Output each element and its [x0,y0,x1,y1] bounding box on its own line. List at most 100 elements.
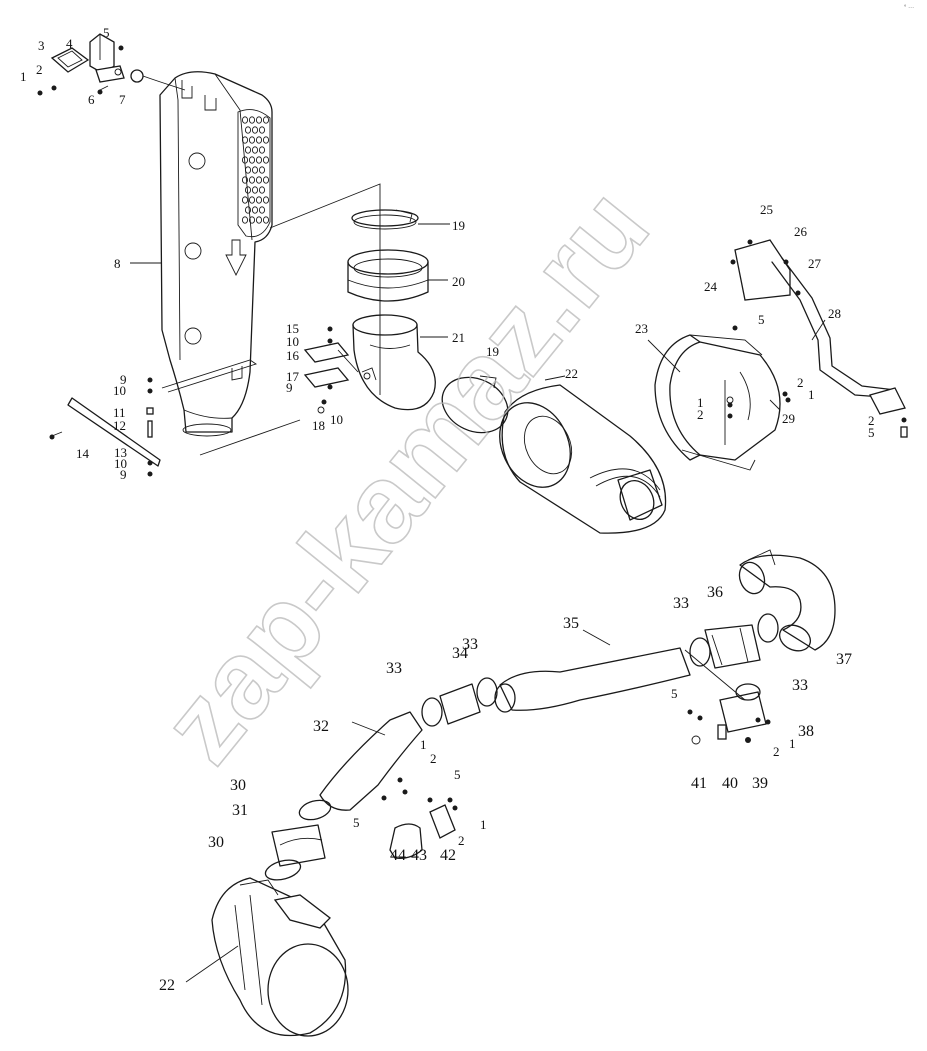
part-label-15: 15 [286,321,299,336]
part-label-33: 33 [792,677,808,694]
louvre-hole [262,176,270,184]
part-label-30: 30 [208,834,224,851]
support-bracket-parts [303,326,359,414]
part-label-1: 1 [480,817,487,832]
part-label-2: 2 [458,833,465,848]
louvre-hole [255,116,263,124]
louvre-hole [262,216,270,224]
part-label-33: 33 [386,660,402,677]
part-label-26: 26 [794,224,808,239]
louvre-hole [262,196,270,204]
part-label-29: 29 [782,411,795,426]
part-label-10: 10 [114,456,127,471]
filter-support-arm [724,239,908,445]
part-label-38: 38 [798,723,814,740]
part-label-23: 23 [635,321,648,336]
louvre-hole [255,216,263,224]
air-filter-housing-lower [211,877,349,1037]
louvre-hole [244,166,252,174]
louvre-hole [251,166,259,174]
part-label-7: 7 [119,92,126,107]
corner-mark: ° ··· [904,5,914,11]
louvre-hole [251,186,259,194]
part-label-37: 37 [836,651,852,668]
part-label-30: 30 [230,777,246,794]
part-label-25: 25 [760,202,773,217]
louvre-hole [244,126,252,134]
louvre-holes [241,116,270,224]
part-label-4: 4 [66,36,73,51]
part-label-6: 6 [88,92,95,107]
louvre-hole [248,136,256,144]
watermark-text: zap-kamaz.ru [138,166,672,785]
part-label-33: 33 [673,595,689,612]
part-label-5: 5 [454,767,461,782]
part-label-8: 8 [114,256,121,271]
part-label-9: 9 [120,467,127,482]
louvre-hole [244,146,252,154]
part-label-5: 5 [758,312,765,327]
part-label-10: 10 [286,334,299,349]
part-label-17: 17 [286,369,300,384]
clamp-ring-assembly [199,183,436,456]
louvre-hole [248,156,256,164]
part-label-35: 35 [563,615,579,632]
leader-lines [130,223,826,983]
part-label-10: 10 [113,383,126,398]
part-label-27: 27 [808,256,822,271]
part-label-20: 20 [452,274,465,289]
filter-mounting-shroud [654,334,781,471]
louvre-hole [241,196,249,204]
louvre-hole [262,156,270,164]
part-label-1: 1 [697,395,704,410]
part-label-1: 1 [808,387,815,402]
louvre-hole [255,196,263,204]
part-label-2: 2 [773,744,780,759]
louvre-hole [241,156,249,164]
louvre-hole [251,146,259,154]
part-label-44: 44 [390,847,406,864]
part-label-2: 2 [697,407,704,422]
louvre-hole [248,116,256,124]
louvre-hole [251,126,259,134]
part-label-14: 14 [76,446,90,461]
part-label-5: 5 [103,25,110,40]
part-label-21: 21 [452,330,465,345]
part-label-36: 36 [707,584,723,601]
left-fasteners [49,377,154,477]
louvre-hole [262,116,270,124]
part-label-18: 18 [312,418,325,433]
louvre-hole [248,176,256,184]
intake-pipe-route [264,549,836,881]
part-label-42: 42 [440,847,456,864]
louvre-hole [255,156,263,164]
louvre-hole [244,206,252,214]
part-label-39: 39 [752,775,768,792]
louvre-hole [258,166,266,174]
part-label-11: 11 [113,405,126,420]
louvre-hole [241,216,249,224]
part-label-24: 24 [704,279,718,294]
part-label-16: 16 [286,348,300,363]
part-label-28: 28 [828,306,841,321]
part-label-9: 9 [120,372,127,387]
part-label-2: 2 [36,62,43,77]
part-label-22: 22 [159,977,175,994]
part-label-1: 1 [789,736,796,751]
louvre-hole [251,206,259,214]
louvre-hole [255,176,263,184]
part-label-2: 2 [430,751,437,766]
part-label-2: 2 [868,413,875,428]
part-label-5: 5 [353,815,360,830]
louvre-hole [248,196,256,204]
part-label-19: 19 [486,344,499,359]
louvre-hole [258,206,266,214]
louvre-hole [262,136,270,144]
louvre-hole [244,186,252,194]
louvre-hole [241,176,249,184]
louvre-hole [241,116,249,124]
part-label-3: 3 [38,38,45,53]
louvre-hole [248,216,256,224]
